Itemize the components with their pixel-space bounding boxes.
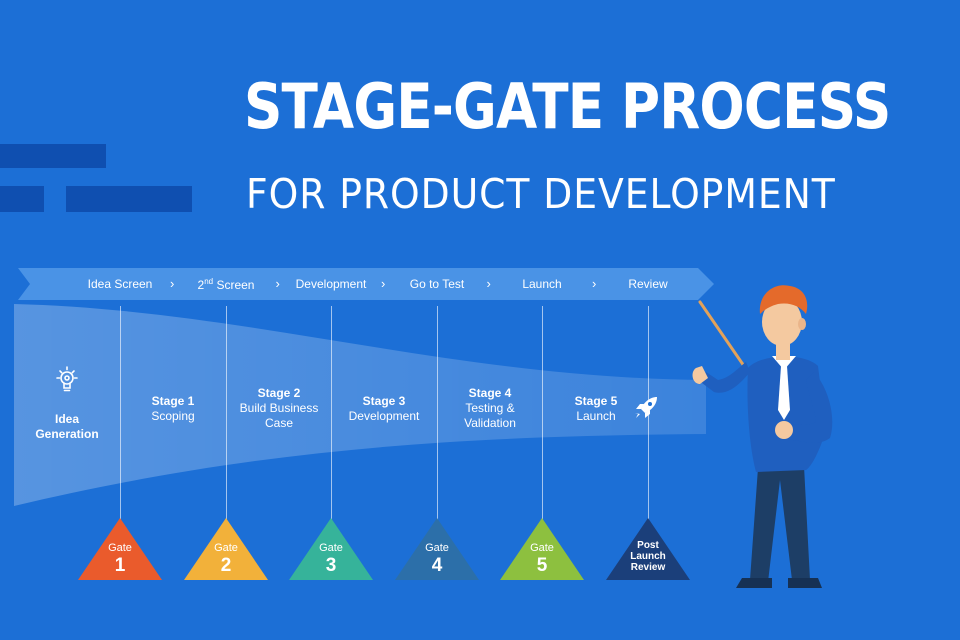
gate-label: Gate xyxy=(530,542,554,554)
gate-label: Gate xyxy=(108,542,132,554)
gate-triangle xyxy=(184,518,268,580)
rocket-icon xyxy=(635,397,657,418)
decor-bar-2 xyxy=(0,186,44,212)
gate-connector-line xyxy=(437,306,438,520)
gate-number: 2 xyxy=(220,555,232,576)
gate-triangle xyxy=(78,518,162,580)
chevron-right-icon: › xyxy=(381,276,386,291)
gate-number: 3 xyxy=(325,555,337,576)
gate-connector-line xyxy=(331,306,332,520)
chevron-right-icon: › xyxy=(170,276,175,291)
gate-connector-line xyxy=(542,306,543,520)
gate-number: 4 xyxy=(431,555,443,576)
phase-label-2: 2nd Screen xyxy=(197,277,255,292)
phase-label-1: Idea Screen xyxy=(87,277,153,291)
gate-connector-line xyxy=(120,306,121,520)
gate-number: 1 xyxy=(114,555,126,576)
presenter-illustration xyxy=(692,285,833,588)
chevron-right-icon: › xyxy=(275,276,280,291)
gate-triangle xyxy=(500,518,584,580)
phase-label-4: Go to Test xyxy=(409,277,465,291)
gate-triangle xyxy=(395,518,479,580)
gate-triangle xyxy=(606,518,690,580)
phase-label-6: Review xyxy=(628,277,668,291)
lightbulb-icon xyxy=(56,366,78,392)
chevron-right-icon: › xyxy=(592,276,597,291)
gate-triangle xyxy=(289,518,373,580)
page-title: STAGE-GATE PROCESS xyxy=(244,70,891,143)
gate-connector-line xyxy=(226,306,227,520)
phase-label-5: Launch xyxy=(522,277,562,291)
gate-label: Gate xyxy=(319,542,343,554)
process-funnel xyxy=(14,304,706,506)
gate-label: Gate xyxy=(425,542,449,554)
phase-arrow-band xyxy=(18,268,714,300)
idea-generation-label: Idea Generation xyxy=(35,412,99,441)
decor-bar-3 xyxy=(66,186,192,212)
decor-bar-1 xyxy=(0,144,106,168)
phase-label-3: Development xyxy=(295,277,367,291)
page-subtitle: FOR PRODUCT DEVELOPMENT xyxy=(246,170,836,218)
chevron-right-icon: › xyxy=(486,276,491,291)
gate-label: Gate xyxy=(214,542,238,554)
gate-number: 5 xyxy=(536,555,548,576)
